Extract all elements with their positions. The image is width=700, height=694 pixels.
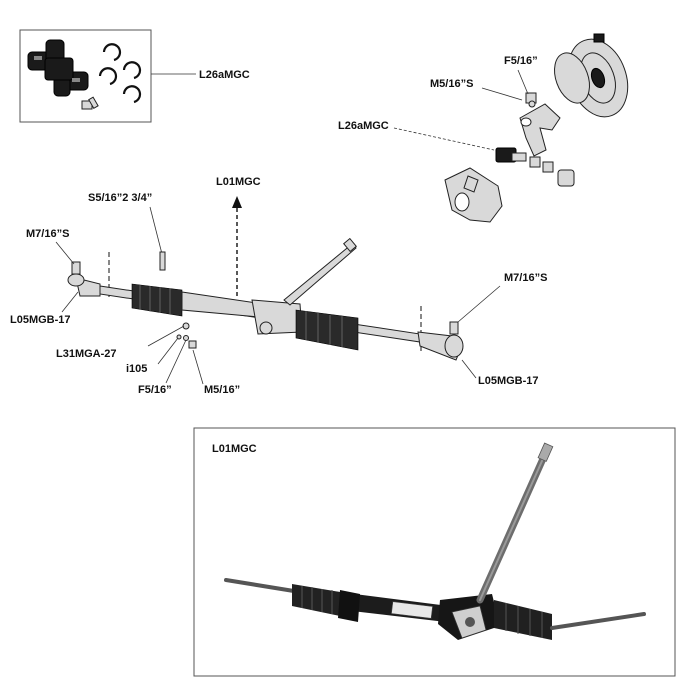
rack-clamp-bolt-label: S5/16”2 3/4” bbox=[88, 192, 152, 204]
right-tie-rod-nut-label: M7/16”S bbox=[504, 272, 547, 284]
m5-16-bolt-label-bottom: M5/16” bbox=[204, 384, 240, 396]
photo-panel-title: L01MGC bbox=[212, 443, 257, 455]
clamp-bolt-image bbox=[159, 251, 166, 271]
exploded-column-joint-image bbox=[444, 33, 629, 223]
f5-16-nut-label-top: F5/16” bbox=[504, 55, 538, 67]
circlip-rings-image bbox=[98, 43, 142, 104]
small-hardware-image bbox=[176, 322, 197, 349]
rack-photo-panel: L01MGC bbox=[193, 427, 676, 677]
universal-joint-kit-box bbox=[19, 29, 152, 123]
rack-photo-image bbox=[224, 442, 646, 640]
m5-16s-bolt-label-top: M5/16”S bbox=[430, 78, 473, 90]
rack-assembly-label: L01MGC bbox=[216, 176, 261, 188]
grease-nipple-image bbox=[81, 96, 99, 110]
kit-box-part-label: L26aMGC bbox=[199, 69, 250, 81]
exploded-joint-label: L26aMGC bbox=[338, 120, 389, 132]
f5-16-nut-label-bottom: F5/16” bbox=[138, 384, 172, 396]
rack-mount-label: L31MGA-27 bbox=[56, 348, 117, 360]
right-tie-rod-end-label: L05MGB-17 bbox=[478, 375, 539, 387]
i105-part-label: i105 bbox=[126, 363, 147, 375]
left-tie-rod-end-label: L05MGB-17 bbox=[10, 314, 71, 326]
steering-rack-image bbox=[67, 237, 464, 361]
universal-joint-cross-image bbox=[27, 39, 89, 97]
left-tie-rod-nut-label: M7/16”S bbox=[26, 228, 69, 240]
